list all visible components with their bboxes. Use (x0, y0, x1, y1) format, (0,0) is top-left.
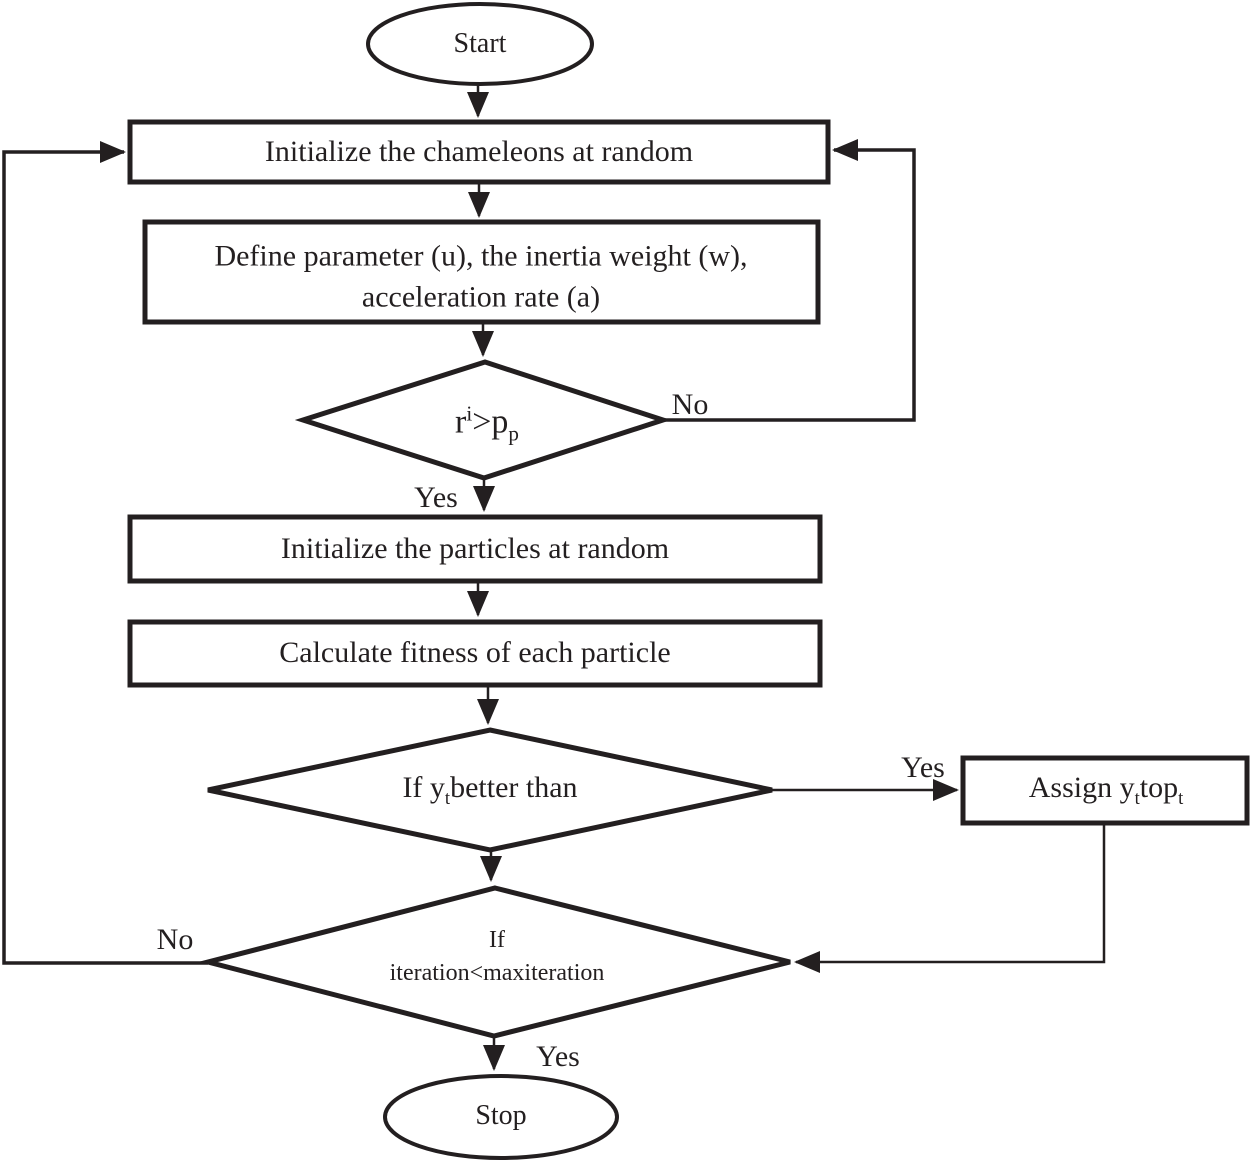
process-assign-label: Assign yttopt (1029, 770, 1184, 810)
decision-iteration-check-label: If iteration<maxiteration (390, 924, 605, 990)
process-init-particles-label: Initialize the particles at random (280, 532, 670, 565)
process-define-params-shape (142, 219, 821, 325)
arrow-r-check-no-feedback (663, 139, 916, 422)
process-define-params-line2: acceleration rate (a) (361, 281, 601, 314)
assign-mid: top (1139, 770, 1179, 804)
better-check-prefix: If y (402, 770, 445, 804)
process-init-chameleons-label: Initialize the chameleons at random (264, 135, 694, 168)
process-calc-fitness-shape (127, 619, 823, 688)
assign-prefix: Assign y (1028, 770, 1135, 804)
edge-label-iteration-check-no: No (156, 923, 194, 956)
r-check-superscript: i (466, 401, 473, 426)
r-check-base2: p (491, 403, 509, 441)
r-check-subscript: p (508, 421, 519, 446)
start-label: Start (453, 28, 507, 60)
better-check-suffix: better than (450, 770, 578, 804)
start-terminator-shape (366, 2, 594, 86)
better-check-subscript: t (444, 787, 451, 809)
arrow-iteration-check-no-feedback (2, 141, 208, 965)
r-check-operator: > (472, 403, 492, 441)
edge-label-r-check-yes: Yes (414, 481, 458, 514)
r-check-base: r (455, 403, 467, 441)
assign-subscript1: t (1134, 787, 1140, 809)
edge-label-better-check-yes: Yes (901, 751, 945, 784)
process-init-particles-shape (127, 514, 823, 584)
process-define-params-label: Define parameter (u), the inertia weight… (214, 236, 747, 319)
process-init-chameleons-shape (127, 119, 831, 185)
edge-label-iteration-check-yes: Yes (536, 1040, 580, 1073)
decision-r-check-label: ri>pp (455, 401, 519, 446)
stop-terminator-shape (383, 1074, 619, 1160)
iteration-check-line2: iteration<maxiteration (389, 960, 605, 986)
stop-label: Stop (475, 1100, 527, 1132)
iteration-check-line1: If (489, 926, 505, 953)
assign-subscript2: t (1178, 787, 1184, 809)
process-calc-fitness-label: Calculate fitness of each particle (279, 636, 671, 669)
arrow-assign-to-iteration-check (794, 823, 1106, 973)
decision-better-check-label: If ytbetter than (402, 770, 577, 810)
process-define-params-line1: Define parameter (u), the inertia weight… (214, 239, 748, 273)
edge-label-r-check-no: No (671, 388, 709, 421)
